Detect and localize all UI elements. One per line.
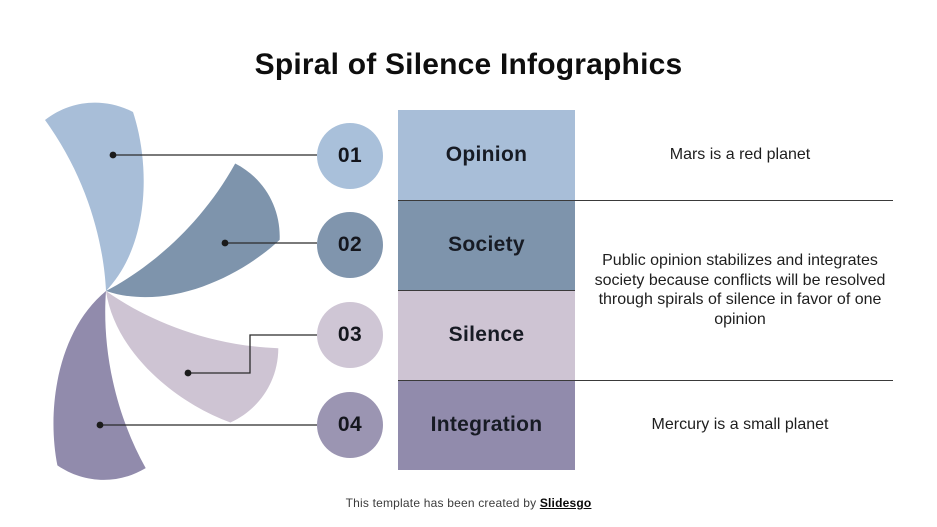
description-integration: Mercury is a small planet	[588, 380, 892, 470]
connector-dot-2	[221, 239, 229, 247]
footer-credit-text: This template has been created by	[345, 496, 540, 510]
divider-line-2	[398, 290, 575, 291]
petal-opinion	[45, 102, 144, 291]
step-circle-01: 01	[317, 123, 383, 189]
petal-integration	[53, 291, 146, 480]
description-opinion: Mars is a red planet	[588, 110, 892, 200]
connector-line-3	[188, 334, 317, 374]
description-integration-text: Mercury is a small planet	[651, 416, 829, 434]
step-circle-02: 02	[317, 212, 383, 278]
page-title: Spiral of Silence Infographics	[254, 48, 683, 81]
divider-line-1	[398, 200, 893, 201]
description-opinion-text: Mars is a red planet	[669, 146, 811, 164]
label-box-silence: Silence	[398, 290, 575, 380]
petal-society	[105, 163, 280, 298]
footer-credit: This template has been created by Slides…	[0, 496, 937, 510]
connector-lines	[100, 154, 317, 426]
connector-dot-4	[96, 421, 104, 429]
divider-line-3	[398, 380, 893, 381]
label-box-opinion: Opinion	[398, 110, 575, 200]
connector-dot-1	[109, 151, 117, 159]
petal-silence	[106, 291, 279, 423]
slidesgo-link[interactable]: Slidesgo	[539, 496, 592, 510]
step-circle-03: 03	[317, 302, 383, 368]
label-box-society: Society	[398, 200, 575, 290]
connector-dots	[96, 151, 229, 429]
pinwheel-petals	[45, 102, 280, 480]
step-circle-04: 04	[317, 392, 383, 458]
description-society-text: Public opinion stabilizes and integrates…	[594, 252, 886, 328]
label-box-integration: Integration	[398, 380, 575, 470]
connector-dot-3	[184, 369, 192, 377]
description-society: Public opinion stabilizes and integrates…	[588, 200, 892, 380]
